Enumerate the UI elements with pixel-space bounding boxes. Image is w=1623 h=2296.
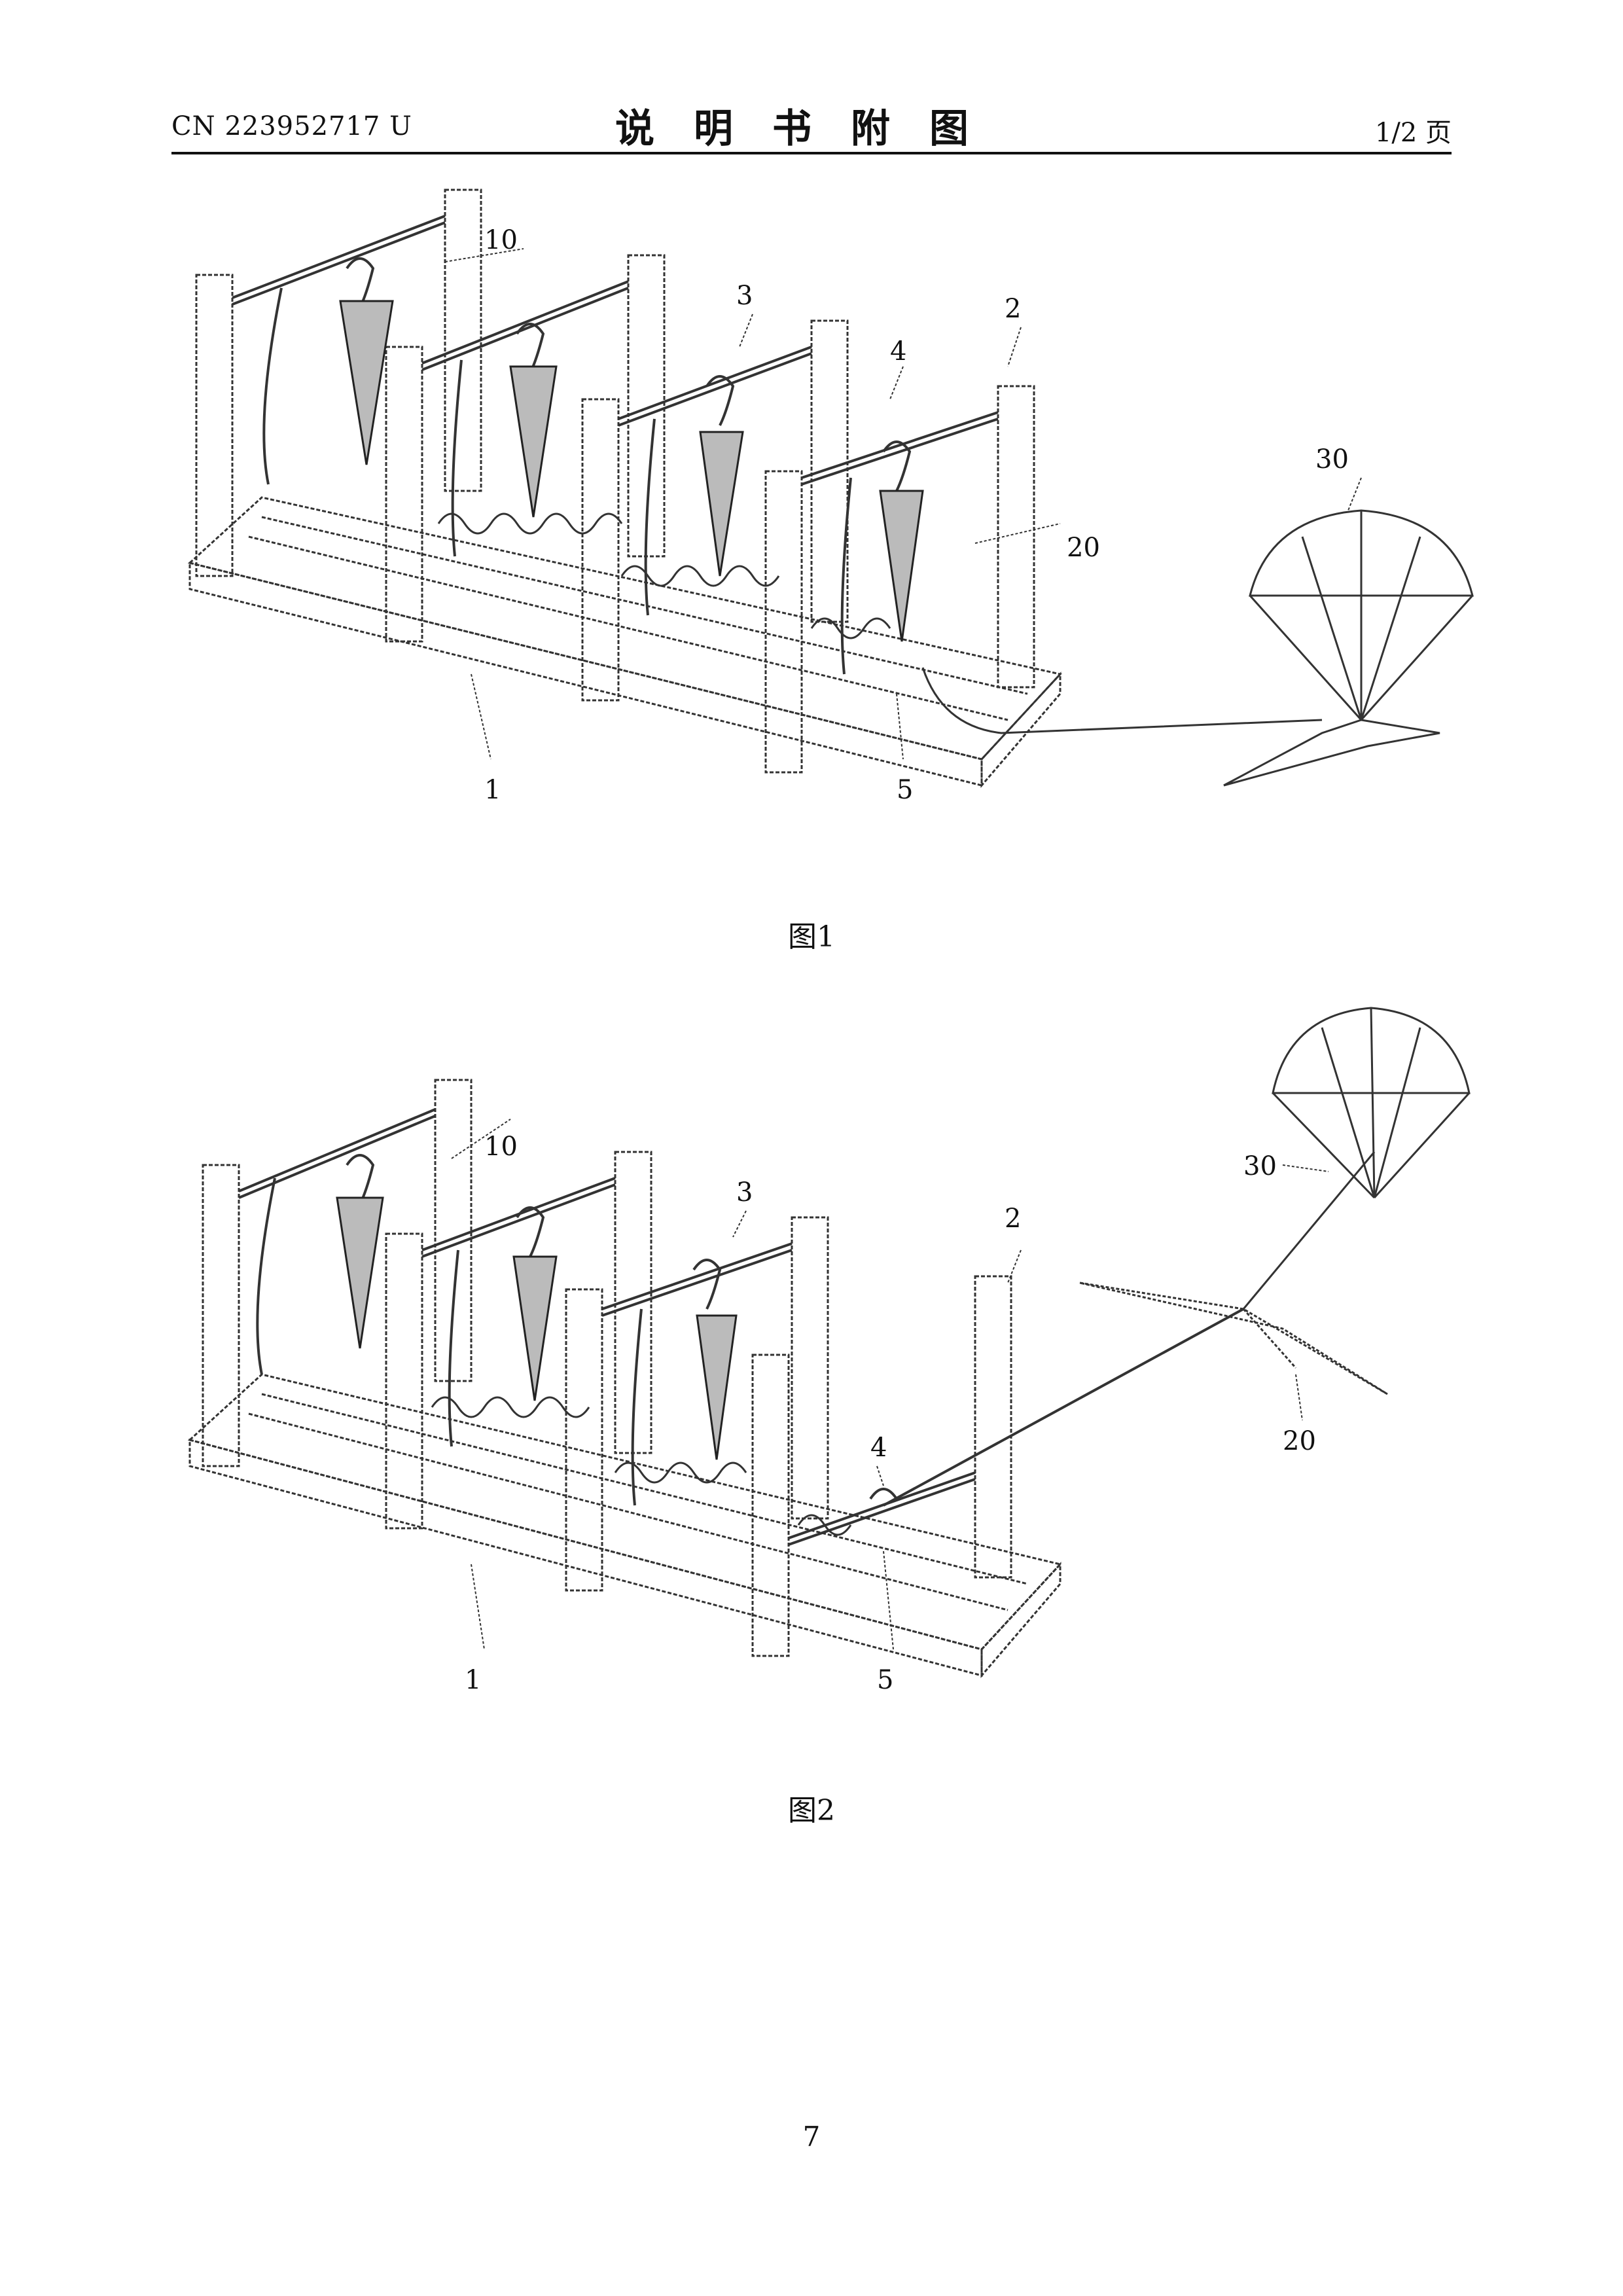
figure-2-caption: 图2 — [0, 1787, 1623, 1829]
label-spring: 5 — [877, 1665, 893, 1695]
label-spring: 5 — [897, 775, 913, 805]
label-rod: 3 — [736, 1177, 753, 1208]
label-umbrella: 10 — [484, 225, 518, 255]
figure-2-drawing: 10 3 2 4 30 20 1 5 — [131, 1001, 1505, 1741]
label-parachute: 30 — [1315, 444, 1349, 475]
label-post: 2 — [1005, 294, 1021, 324]
figure-1: 10 3 2 4 20 30 1 5 — [131, 170, 1505, 864]
base-top — [190, 497, 1060, 759]
header-rule — [171, 152, 1452, 154]
label-rope: 20 — [1283, 1426, 1316, 1456]
page-count: 1/2 页 — [1375, 111, 1452, 149]
label-post: 2 — [1005, 1204, 1021, 1234]
base-side — [982, 674, 1060, 785]
label-hook: 4 — [870, 1433, 887, 1463]
label-hook: 4 — [890, 336, 906, 367]
label-rod: 3 — [736, 281, 753, 311]
page-number: 7 — [0, 2121, 1623, 2153]
base-front — [190, 1440, 982, 1676]
figure-1-caption: 图1 — [0, 913, 1623, 955]
base-front — [190, 563, 982, 785]
label-base: 1 — [484, 775, 501, 805]
label-umbrella: 10 — [484, 1132, 518, 1162]
base-side — [982, 1564, 1060, 1676]
label-parachute: 30 — [1243, 1151, 1277, 1181]
label-base: 1 — [465, 1665, 481, 1695]
figure-1-drawing: 10 3 2 4 20 30 1 5 — [131, 170, 1505, 864]
label-rope: 20 — [1067, 533, 1100, 563]
figure-2: 10 3 2 4 30 20 1 5 — [131, 1001, 1505, 1741]
